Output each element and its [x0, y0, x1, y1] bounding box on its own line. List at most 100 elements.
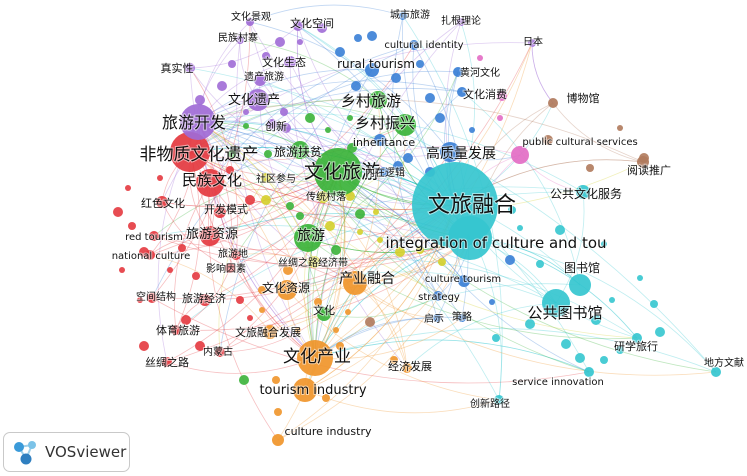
- minor-keyword-node: [435, 113, 445, 123]
- link: [322, 196, 408, 369]
- keyword-label: 文化景观: [231, 10, 271, 23]
- minor-keyword-node: [192, 272, 200, 280]
- minor-keyword-node: [477, 55, 483, 61]
- keyword-node: [225, 263, 235, 273]
- minor-keyword-node: [275, 37, 285, 47]
- keyword-node: [308, 256, 320, 268]
- minor-keyword-node: [497, 115, 503, 121]
- minor-keyword-node: [325, 221, 335, 231]
- keyword-node: [297, 340, 333, 376]
- link: [303, 196, 324, 359]
- keyword-node: [263, 325, 277, 339]
- link: [235, 237, 471, 269]
- minor-keyword-node: [416, 60, 424, 68]
- minor-keyword-node: [355, 209, 365, 219]
- keyword-label: 旅游地: [218, 247, 248, 260]
- keyword-node: [542, 289, 570, 317]
- keyword-label: 遗产旅游: [244, 70, 284, 83]
- keyword-label: 非物质文化遗产: [140, 145, 259, 165]
- link: [197, 80, 463, 123]
- keyword-label: 旅游资源: [186, 227, 238, 242]
- minor-keyword-node: [637, 275, 643, 281]
- keyword-node: [200, 226, 220, 246]
- minor-keyword-node: [167, 267, 173, 273]
- link: [189, 142, 385, 173]
- keyword-label: 高质量发展: [426, 145, 496, 162]
- keyword-node: [317, 191, 329, 203]
- link: [197, 121, 233, 269]
- minor-keyword-node: [393, 161, 403, 171]
- keyword-node: [277, 280, 297, 300]
- keyword-label: red tourism: [125, 232, 183, 243]
- keyword-label: 博物馆: [567, 91, 600, 105]
- keyword-label: integration of culture and tou: [385, 234, 606, 252]
- link: [207, 182, 279, 441]
- keyword-label: 创新路径: [470, 397, 510, 410]
- keyword-label: 公共图书馆: [527, 304, 602, 322]
- link: [161, 201, 231, 269]
- keyword-node: [247, 89, 269, 111]
- link: [151, 21, 251, 299]
- link: [406, 302, 557, 369]
- keyword-node: [215, 347, 225, 357]
- keyword-node: [448, 216, 492, 260]
- link: [236, 39, 316, 359]
- keyword-label: 民族文化: [182, 171, 242, 189]
- minor-keyword-node: [228, 150, 236, 158]
- minor-keyword-node: [561, 339, 571, 349]
- link: [149, 254, 271, 333]
- link: [323, 295, 439, 318]
- link: [469, 237, 638, 339]
- minor-keyword-node: [181, 315, 191, 325]
- minor-keyword-node: [345, 309, 351, 315]
- keyword-label: national culture: [112, 251, 191, 262]
- keyword-label: 公共文化服务: [550, 186, 622, 201]
- minor-keyword-node: [243, 123, 249, 129]
- keyword-label: 丝绸之路经济带: [278, 256, 348, 269]
- keyword-label: 阅读推广: [627, 163, 671, 177]
- link: [189, 25, 299, 69]
- minor-keyword-node: [586, 164, 594, 172]
- keyword-node: [457, 18, 465, 26]
- link: [151, 297, 590, 384]
- keyword-label: 图书馆: [564, 260, 600, 275]
- keyword-node: [409, 40, 419, 50]
- keyword-node: [399, 12, 407, 20]
- link: [322, 196, 439, 297]
- link: [197, 121, 408, 369]
- link: [149, 44, 415, 256]
- minor-keyword-node: [297, 39, 303, 45]
- link: [383, 171, 590, 373]
- keyword-node: [457, 87, 467, 97]
- keyword-node: [199, 294, 211, 306]
- keyword-label: 乡村旅游: [341, 92, 401, 110]
- minor-keyword-node: [236, 296, 244, 304]
- keyword-label: 日本: [523, 35, 543, 48]
- minor-keyword-node: [425, 93, 435, 103]
- minor-keyword-node: [505, 255, 515, 265]
- minor-keyword-node: [373, 209, 379, 215]
- keyword-node: [528, 39, 536, 47]
- vosviewer-logo: VOSviewer: [3, 432, 130, 472]
- minor-keyword-node: [258, 286, 266, 294]
- minor-keyword-node: [591, 315, 601, 325]
- link: [173, 182, 211, 331]
- keyword-label: 文化资源: [262, 280, 310, 295]
- keyword-node: [453, 67, 463, 77]
- keyword-node: [369, 91, 387, 109]
- minor-keyword-node: [543, 135, 553, 145]
- keyword-label: rural tourism: [337, 57, 415, 71]
- keyword-label: 城市旅游: [390, 8, 430, 21]
- link: [312, 99, 379, 359]
- keyword-node: [293, 378, 317, 402]
- keyword-label: 旅游扶贫: [274, 144, 322, 159]
- keyword-node: [433, 291, 443, 301]
- node-layer: [145, 12, 721, 446]
- keyword-node: [147, 293, 157, 303]
- keyword-label: public cultural services: [522, 137, 637, 148]
- keyword-label: 策略: [452, 310, 472, 323]
- link: [189, 67, 239, 256]
- minor-keyword-node: [195, 341, 205, 351]
- keyword-node: [145, 250, 155, 260]
